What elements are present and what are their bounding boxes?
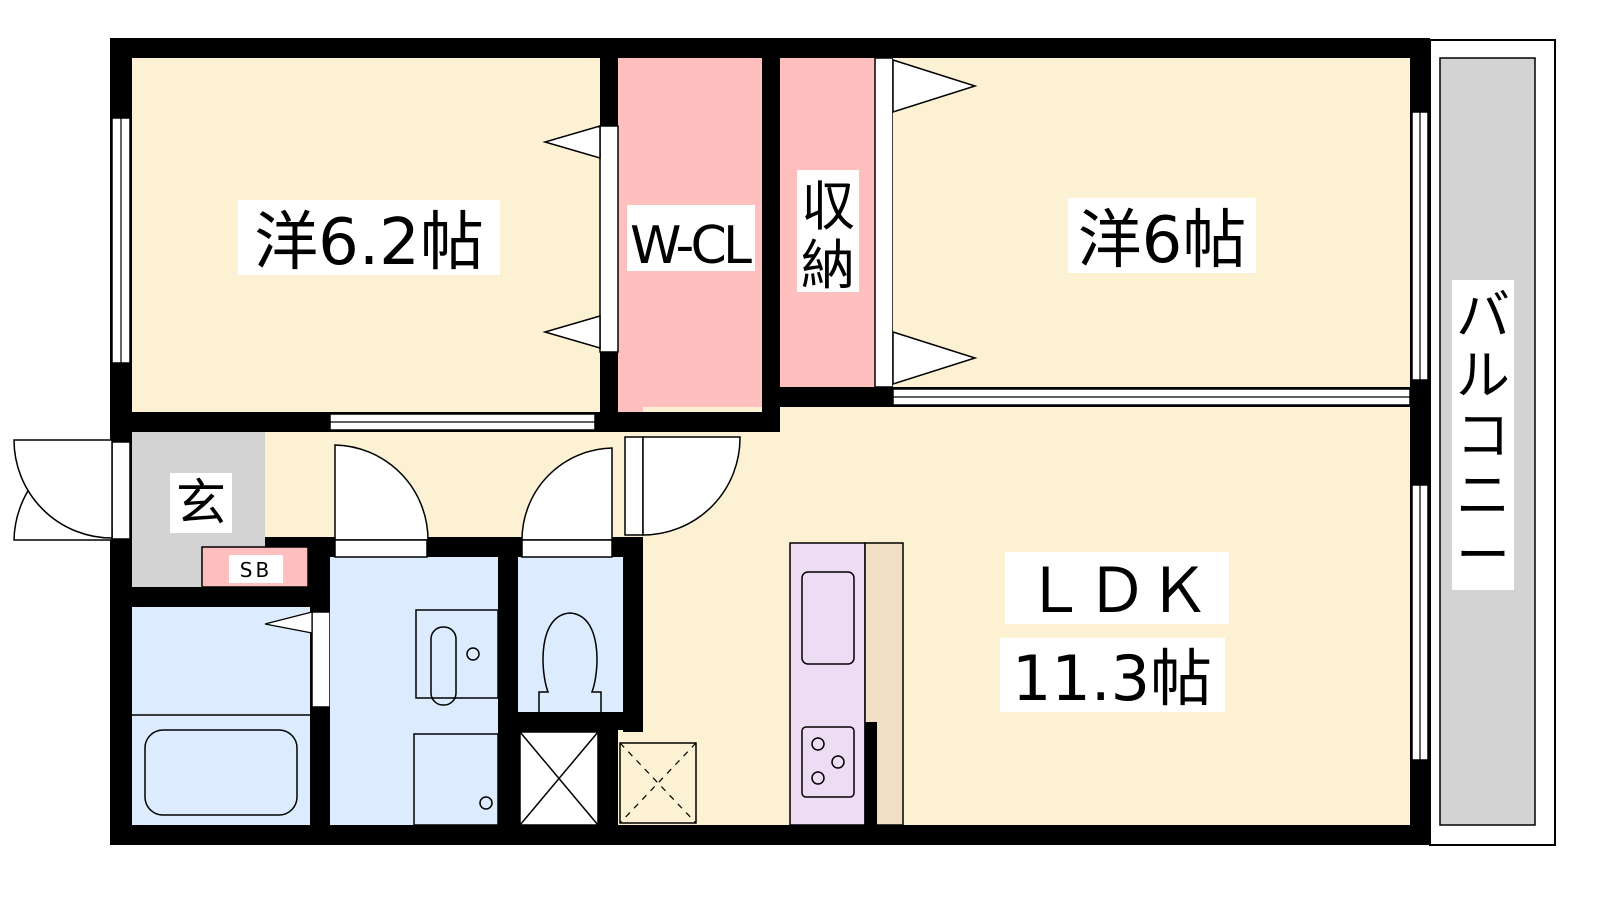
toilet (538, 612, 602, 712)
ldk-size-label: 11.3帖 (1012, 642, 1212, 715)
door[interactable] (13, 58, 978, 558)
western-room-2-label: 洋6帖 (1078, 204, 1247, 278)
wash-basin (415, 609, 499, 699)
sink (801, 571, 855, 665)
wall (623, 537, 643, 732)
storage-label-top: 収 (801, 175, 855, 238)
washing-machine-space (413, 733, 499, 826)
stove (801, 726, 855, 798)
wall (762, 58, 780, 432)
shoe-box-label: SB (240, 558, 272, 582)
bathtub (144, 729, 298, 816)
storage-label-bottom: 納 (801, 234, 855, 297)
wall (780, 387, 893, 407)
wall (498, 537, 518, 825)
refrigerator-space (619, 742, 697, 824)
balcony-label-5: ー (1456, 524, 1510, 587)
wall (518, 712, 643, 730)
wall (110, 587, 330, 607)
bathroom-door[interactable] (311, 611, 331, 708)
entrance-label: 玄 (176, 474, 226, 532)
balcony-label-2: ル (1456, 344, 1510, 407)
balcony-label-3: コ (1456, 404, 1510, 467)
storage-door[interactable] (874, 57, 894, 388)
balcony-label-4: ニ (1456, 464, 1510, 527)
wall (598, 712, 618, 825)
ldk-label: ＬＤＫ (1024, 554, 1210, 627)
western-room-1-label: 洋6.2帖 (254, 206, 484, 280)
walk-in-closet-label: W-CL (630, 216, 752, 276)
balcony-label-1: バ (1456, 284, 1510, 347)
